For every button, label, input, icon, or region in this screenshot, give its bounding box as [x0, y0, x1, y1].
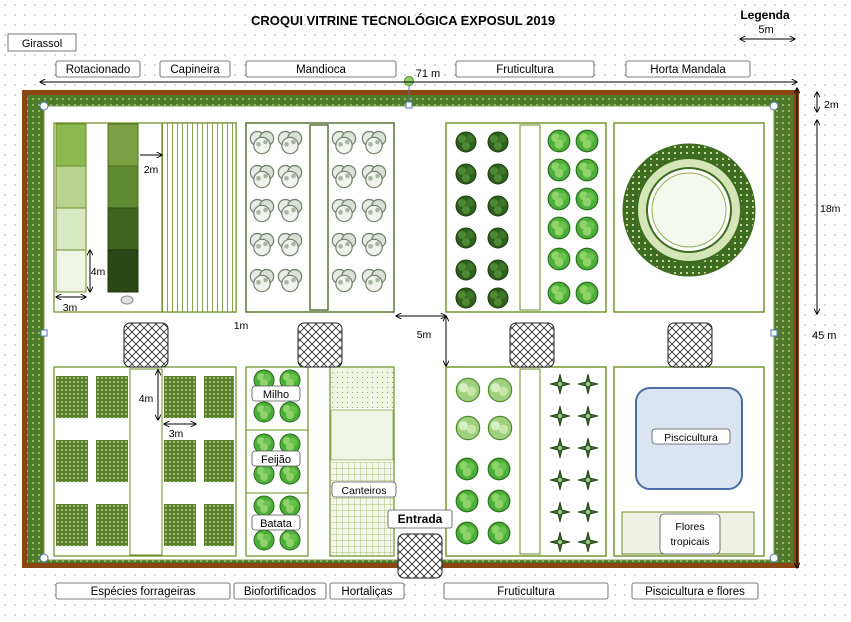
label-fruticultura-top: Fruticultura — [496, 64, 554, 76]
label-batata: Batata — [260, 518, 293, 530]
plot-fruticultura-bottom — [445, 366, 607, 557]
fruit-tree-icon — [575, 247, 599, 271]
label-mandioca: Mandioca — [296, 64, 346, 76]
crop-plant-icon — [253, 463, 275, 485]
fruit-tree-icon — [547, 158, 571, 182]
dim-forr-v: 4m — [139, 393, 154, 405]
crop-plant-icon — [253, 495, 275, 517]
fruit-tree-icon — [455, 163, 477, 185]
label-piscicultura: Piscicultura — [664, 432, 718, 444]
label-biofortificados: Biofortificados — [244, 586, 316, 598]
crop-plant-icon — [279, 495, 301, 517]
diagram-title: CROQUI VITRINE TECNOLÓGICA EXPOSUL 2019 — [251, 13, 555, 28]
fruit-tree-icon — [487, 415, 513, 441]
dim-rot-cell-h: 4m — [91, 266, 106, 278]
fruit-tree-icon — [455, 227, 477, 249]
dim-rot-strip: 2m — [144, 164, 159, 176]
fruit-tree-icon — [455, 377, 481, 403]
fruit-tree-icon — [487, 489, 511, 513]
fruit-tree-icon — [455, 521, 479, 545]
rotation-handle[interactable] — [404, 76, 414, 86]
legend-title: Legenda — [740, 8, 790, 22]
crop-plant-icon — [253, 401, 275, 423]
fruit-tree-icon — [455, 287, 477, 309]
dim-rot-cell-w: 3m — [63, 302, 78, 314]
fruit-tree-icon — [487, 521, 511, 545]
plot-horta-mandala — [613, 122, 765, 313]
label-milho: Milho — [263, 389, 289, 401]
plot-hortalicas — [329, 366, 395, 557]
dim-block-height: 18m — [820, 203, 841, 215]
label-especies-forrageiras: Espécies forrageiras — [91, 586, 196, 598]
water-tank-icon — [120, 295, 134, 305]
dim-spacing-1m: 1m — [234, 320, 249, 332]
label-canteiros: Canteiros — [342, 485, 387, 497]
plot-mandioca — [245, 122, 395, 313]
plot-capineira — [161, 122, 237, 313]
label-entrada: Entrada — [398, 512, 443, 526]
path-block-3 — [509, 322, 555, 368]
girassol-box — [7, 33, 77, 52]
plot-fruticultura-top — [445, 122, 607, 313]
fruit-tree-icon — [487, 131, 509, 153]
fruit-tree-icon — [575, 281, 599, 305]
label-flores-line2: tropicais — [670, 536, 709, 548]
plot-especies-forrageiras — [53, 366, 237, 557]
legend-scale-label: 5m — [758, 24, 773, 36]
crop-plant-icon — [279, 529, 301, 551]
fruit-tree-icon — [547, 281, 571, 305]
selection-handles — [39, 101, 779, 563]
path-block-2 — [297, 322, 343, 368]
fruit-tree-icon — [487, 259, 509, 281]
path-block-4 — [667, 322, 713, 368]
fruit-tree-icon — [547, 216, 571, 240]
dim-width-total: 71 m — [416, 68, 440, 80]
label-feijao: Feijão — [261, 454, 291, 466]
fruit-tree-icon — [547, 247, 571, 271]
crop-plant-icon — [279, 401, 301, 423]
label-hortalicas: Hortaliças — [341, 586, 392, 598]
fruit-tree-icon — [575, 129, 599, 153]
crop-plant-icon — [253, 529, 275, 551]
label-piscicultura-flores: Piscicultura e flores — [645, 586, 745, 598]
dim-border: 2m — [824, 99, 839, 111]
dimension-lines — [40, 39, 817, 568]
label-rotacionado: Rotacionado — [66, 64, 131, 76]
fruit-tree-icon — [547, 187, 571, 211]
dim-height-total: 45 m — [812, 330, 836, 342]
fruit-tree-icon — [575, 158, 599, 182]
label-capineira: Capineira — [170, 64, 220, 76]
fruit-tree-icon — [487, 377, 513, 403]
fruit-tree-icon — [455, 457, 479, 481]
fruit-tree-icon — [487, 227, 509, 249]
fruit-tree-icon — [487, 195, 509, 217]
fruit-tree-icon — [455, 259, 477, 281]
plot-label-boxes — [251, 385, 731, 555]
dim-walkway: 5m — [417, 329, 432, 341]
fruit-tree-icon — [487, 457, 511, 481]
top-label-boxes — [55, 60, 751, 78]
fruit-tree-icon — [575, 216, 599, 240]
label-flores-line1: Flores — [675, 521, 704, 533]
fruit-tree-icon — [487, 163, 509, 185]
girassol-label: Girassol — [22, 38, 62, 50]
fruit-tree-icon — [455, 131, 477, 153]
bottom-label-boxes — [55, 582, 759, 600]
crop-plant-icon — [279, 463, 301, 485]
path-block-1 — [123, 322, 169, 368]
dim-forr-h: 3m — [169, 428, 184, 440]
fruit-tree-icon — [487, 287, 509, 309]
label-fruticultura-bottom: Fruticultura — [497, 586, 555, 598]
fruit-tree-icon — [455, 415, 481, 441]
fruit-tree-icon — [455, 195, 477, 217]
fruit-tree-icon — [455, 489, 479, 513]
path-block-entrance — [397, 533, 443, 579]
fruit-tree-icon — [547, 129, 571, 153]
fruit-tree-icon — [575, 187, 599, 211]
label-horta-mandala: Horta Mandala — [650, 64, 726, 76]
